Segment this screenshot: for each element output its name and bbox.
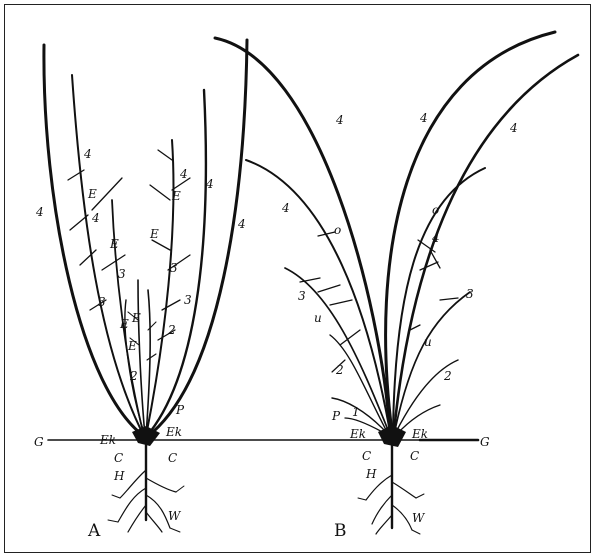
plant-a-culm — [147, 40, 247, 437]
w-label: W — [168, 509, 182, 523]
c-label: C — [362, 449, 371, 463]
number-4-label: 4 — [509, 121, 518, 135]
number-2-label: 2 — [335, 363, 344, 377]
number-4-label: 4 — [335, 113, 344, 127]
u-label: u — [424, 335, 432, 349]
number-4-label: 4 — [205, 177, 214, 191]
number-3-label: 3 — [118, 267, 126, 281]
e-label: E — [109, 237, 119, 251]
number-4-label: 4 — [281, 201, 290, 215]
number-4-label: 4 — [431, 231, 440, 245]
e-label: E — [87, 187, 97, 201]
e-label: E — [119, 317, 129, 331]
h-label: H — [365, 467, 377, 481]
labels-a: G Ek Ek C C H W P 4 4 4 4 4 4 E E E E E … — [34, 147, 246, 523]
o-label: o — [432, 203, 439, 217]
number-2-label: 2 — [167, 323, 176, 337]
e-label: E — [131, 311, 141, 325]
h-label: H — [113, 469, 125, 483]
number-4-label: 4 — [419, 111, 428, 125]
number-3-label: 3 — [184, 293, 192, 307]
number-3-label: 3 — [98, 295, 106, 309]
panel-label-a: A — [87, 521, 101, 541]
e-label: E — [171, 189, 181, 203]
ek-label: Ek — [349, 427, 366, 441]
number-2-label: 2 — [129, 369, 138, 383]
ground-label-right: G — [480, 435, 490, 449]
number-3-label: 3 — [298, 289, 306, 303]
p-label: P — [175, 403, 185, 417]
c-label: C — [168, 451, 177, 465]
number-3-label: 3 — [170, 261, 178, 275]
labels-b: G Ek Ek C C H W P 1 4 4 4 4 4 o o u u 3 … — [281, 111, 518, 525]
number-1-label: 1 — [352, 405, 360, 419]
c-label: C — [114, 451, 123, 465]
number-4-label: 4 — [35, 205, 44, 219]
w-label: W — [412, 511, 426, 525]
o-label: o — [334, 223, 341, 237]
ek-label: Ek — [411, 427, 428, 441]
e-label: E — [127, 339, 137, 353]
plant-b — [215, 32, 578, 534]
number-4-label: 4 — [179, 167, 188, 181]
u-label: u — [314, 311, 322, 325]
ground-label-left: G — [34, 435, 44, 449]
number-4-label: 4 — [83, 147, 92, 161]
number-4-label: 4 — [237, 217, 246, 231]
p-label: P — [331, 409, 341, 423]
ek-label: Ek — [99, 433, 116, 447]
number-3-label: 3 — [466, 287, 474, 301]
plant-a — [44, 40, 247, 532]
ek-label: Ek — [165, 425, 182, 439]
panel-label-b: B — [334, 521, 347, 541]
number-2-label: 2 — [443, 369, 452, 383]
e-label: E — [149, 227, 159, 241]
number-4-label: 4 — [91, 211, 100, 225]
c-label: C — [410, 449, 419, 463]
